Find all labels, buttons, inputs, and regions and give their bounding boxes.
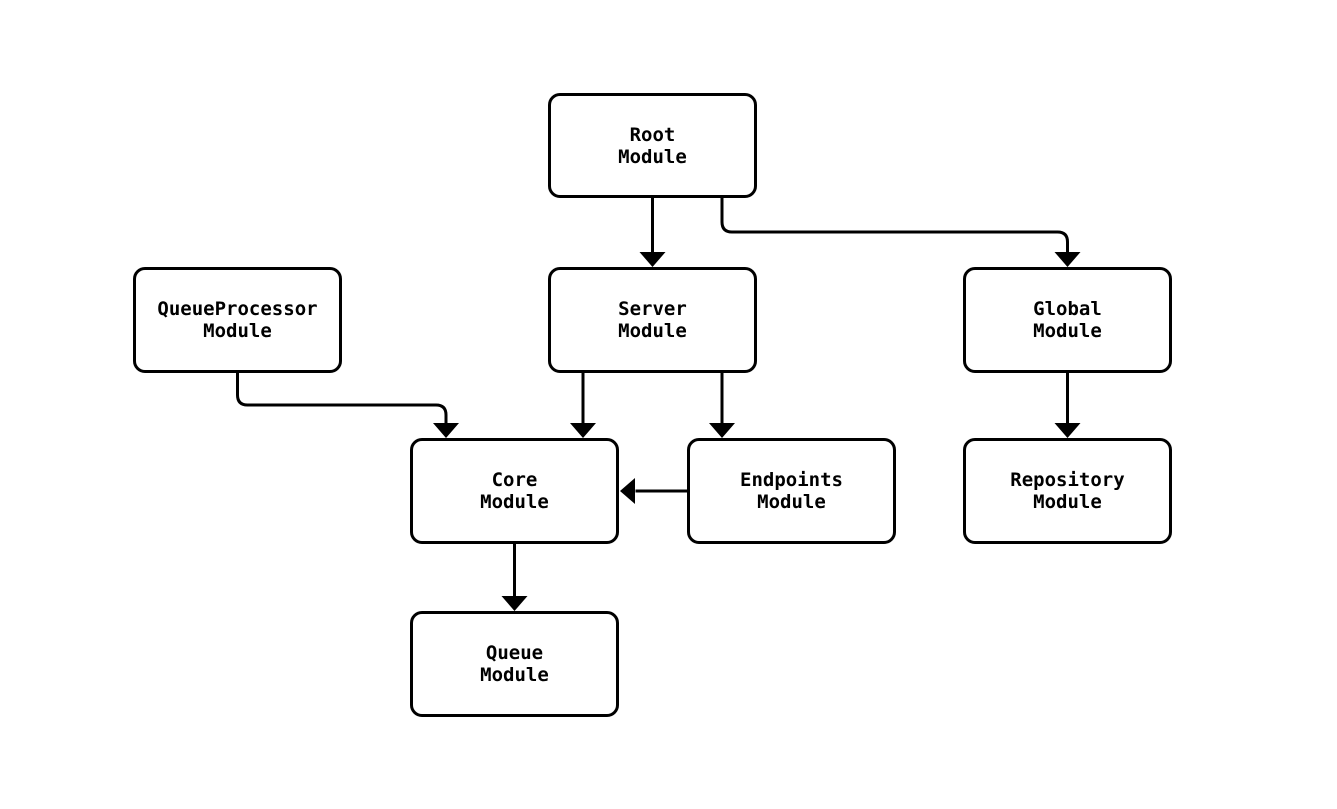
node-label-line2: Module — [480, 664, 549, 686]
arrowhead-server-to-core — [570, 423, 596, 438]
node-endpoints-module: Endpoints Module — [687, 438, 896, 544]
node-queue-module: Queue Module — [410, 611, 619, 717]
arrowhead-global-to-repository — [1054, 423, 1081, 438]
node-label-line2: Module — [1033, 320, 1102, 342]
node-queueprocessor-module: QueueProcessor Module — [133, 267, 342, 373]
arrowhead-endpoints-to-core — [620, 478, 635, 504]
node-label-line1: Endpoints — [740, 469, 843, 491]
node-repository-module: Repository Module — [963, 438, 1172, 544]
node-label-line1: Repository — [1010, 469, 1125, 491]
node-label-line1: Server — [618, 298, 687, 320]
node-label-line2: Module — [618, 320, 687, 342]
node-label-line2: Module — [480, 491, 549, 513]
arrowhead-server-to-endpoints — [709, 423, 735, 438]
node-label-line2: Module — [203, 320, 272, 342]
edge-queueprocessor-to-core — [236, 371, 448, 428]
arrowhead-root-to-server — [639, 252, 666, 267]
node-label-line1: Core — [491, 469, 538, 491]
node-label-line2: Module — [757, 491, 826, 513]
node-label-line2: Module — [618, 145, 687, 168]
node-core-module: Core Module — [410, 438, 619, 544]
node-server-module: Server Module — [548, 267, 757, 373]
node-label-line1: QueueProcessor — [157, 298, 318, 320]
arrowhead-root-to-global — [1054, 252, 1081, 267]
node-root-module: Root Module — [548, 93, 757, 198]
node-label-line1: Root — [629, 123, 676, 146]
arrowhead-queueprocessor-to-core — [433, 423, 459, 438]
arrowhead-core-to-queue — [501, 596, 528, 611]
node-label-line2: Module — [1033, 491, 1102, 513]
node-label-line1: Global — [1033, 298, 1102, 320]
node-global-module: Global Module — [963, 267, 1172, 373]
edge-root-to-global — [720, 196, 1069, 257]
node-label-line1: Queue — [485, 642, 544, 664]
